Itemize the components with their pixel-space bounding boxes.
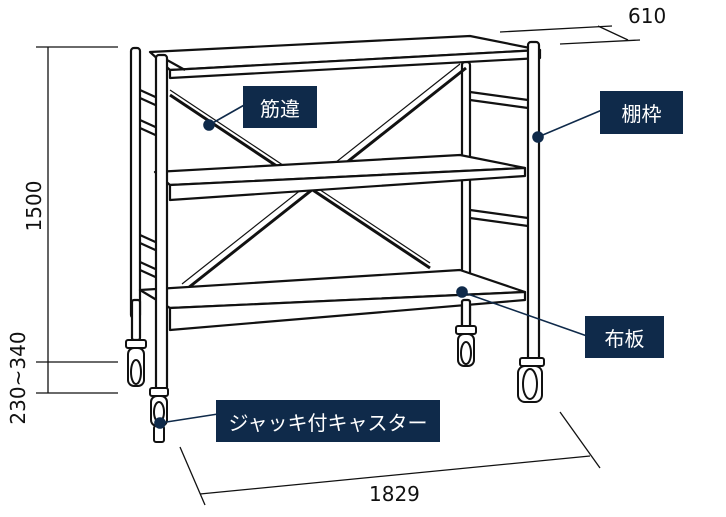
caster-label: ジャッキ付キャスター: [216, 400, 440, 442]
brace-label: 筋違: [243, 86, 317, 128]
front-left-post: [154, 53, 186, 392]
board-label: 布板: [585, 316, 664, 358]
shelf-bottom: [138, 268, 527, 332]
frame-label: 棚枠: [600, 91, 683, 134]
scaffold-structure: [129, 34, 542, 392]
caster-back-left: [125, 339, 147, 387]
board-dot: [456, 286, 468, 298]
leader-lines: [154, 103, 603, 429]
frame-dot: [532, 131, 544, 143]
shelf-top: [148, 34, 542, 80]
caster-height-dimension: 230~340: [6, 331, 30, 425]
brace-dot: [203, 119, 215, 131]
caster-front-right: [517, 357, 545, 403]
height-dimension: 1500: [22, 180, 46, 232]
front-right-post: [526, 40, 541, 364]
width-dimension: 1829: [369, 482, 420, 506]
back-left-lower: [130, 298, 142, 342]
casters: [125, 325, 545, 443]
caster-dot: [154, 417, 166, 429]
caster-back-right: [455, 325, 477, 367]
depth-dimension: 610: [628, 4, 667, 28]
caster-front-left: [149, 387, 169, 443]
dimension-lines: [36, 25, 641, 506]
